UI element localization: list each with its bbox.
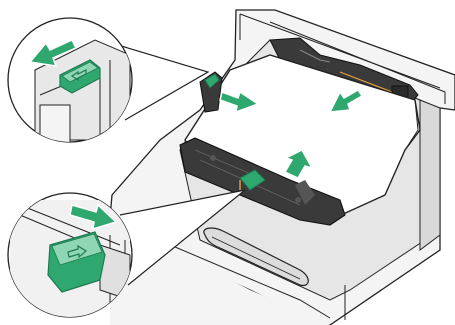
upper-callout bbox=[8, 18, 132, 145]
